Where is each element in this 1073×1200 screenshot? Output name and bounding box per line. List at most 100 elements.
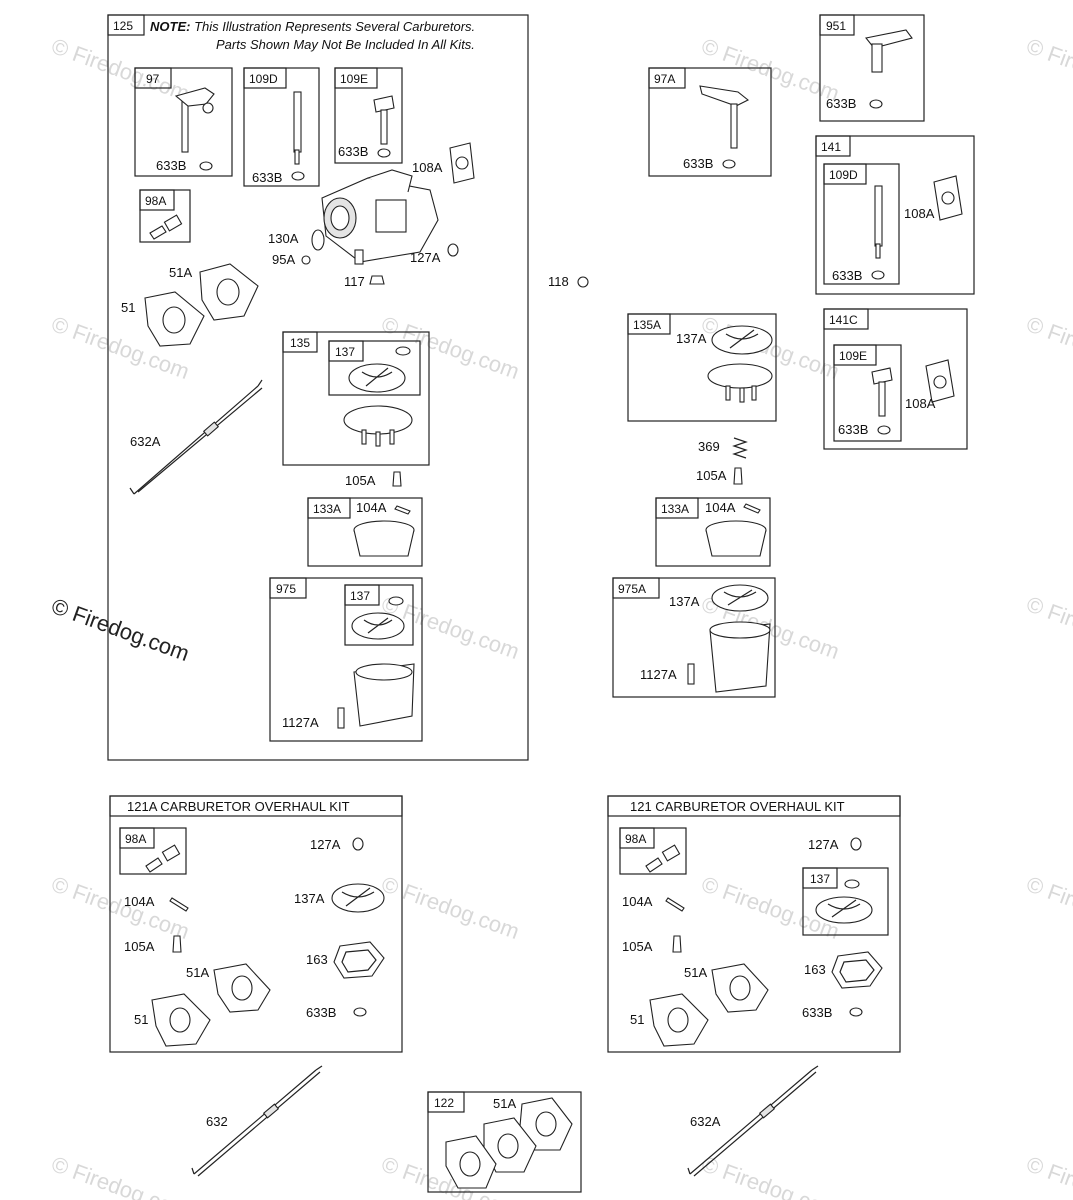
subassembly-133a-frame (655, 497, 771, 567)
tag-box (833, 344, 877, 366)
part-label-117: 117 (344, 274, 365, 289)
needle-105a (672, 935, 682, 953)
watermark: © Firedog.com (378, 871, 522, 944)
tag-box (243, 67, 287, 89)
tag-box (815, 135, 851, 157)
part-label-137: 137 (335, 345, 355, 359)
watermark-main: © Firedog.com (48, 593, 192, 666)
part-label-109e: 109E (839, 349, 867, 363)
choke-shaft-109d (293, 91, 302, 165)
seal-633b (722, 159, 736, 169)
throttle-shaft-97 (174, 87, 215, 153)
assembly-125-frame (107, 14, 529, 761)
part-label-163: 163 (306, 952, 328, 967)
needle-105a (172, 935, 182, 953)
part-label-135a: 135A (633, 318, 661, 332)
seal-633b (353, 1007, 367, 1017)
part-label-104a: 104A (622, 894, 653, 909)
part-label-51: 51 (630, 1012, 644, 1027)
part-label-951: 951 (826, 19, 846, 33)
part-label-118: 118 (548, 274, 569, 289)
part-label-51: 51 (134, 1012, 148, 1027)
part-label-108a: 108A (412, 160, 443, 175)
note-line-2: Parts Shown May Not Be Included In All K… (216, 37, 475, 52)
pump-plate-135 (343, 405, 413, 447)
needle-105a (392, 471, 402, 487)
part-label-51: 51 (121, 300, 135, 315)
part-label-633b: 633B (683, 156, 713, 171)
shaft-951 (865, 29, 913, 73)
tag-box (627, 313, 671, 335)
part-label-105a: 105A (345, 473, 376, 488)
kit-121-title: 121 CARBURETOR OVERHAUL KIT (630, 799, 845, 814)
gasket-set-122 (445, 1097, 573, 1189)
part-label-1127a: 1127A (640, 667, 677, 682)
part-label-108a: 108A (904, 206, 935, 221)
governor-link-632 (191, 1065, 323, 1177)
tag-box (107, 14, 145, 36)
part-label-141: 141 (821, 140, 841, 154)
part-label-104a: 104A (356, 500, 387, 515)
assembly-125: 125 NOTE: This Illustration Represents S… (107, 14, 529, 761)
pin-104a (394, 505, 411, 515)
diaphragm-137 (351, 612, 405, 640)
seal-633b (199, 161, 213, 171)
tag-box (823, 308, 869, 330)
screw-95a (301, 255, 311, 265)
watermark: © Firedog.com (1023, 591, 1073, 664)
tag-box (119, 827, 155, 849)
part-label-135: 135 (290, 336, 310, 350)
part-label-51a: 51A (684, 965, 707, 980)
tag-box (802, 867, 838, 889)
part-label-108a: 108A (905, 396, 936, 411)
part-label-97: 97 (146, 72, 160, 86)
seal-633b (291, 171, 305, 181)
part-label-105a: 105A (696, 468, 727, 483)
part-label-105a: 105A (124, 939, 155, 954)
part-label-633b: 633B (306, 1005, 336, 1020)
part-label-137: 137 (350, 589, 370, 603)
tag-box (612, 577, 660, 599)
part-label-633b: 633B (156, 158, 186, 173)
part-label-130a: 130A (268, 231, 299, 246)
subassembly-141c-frame (823, 308, 968, 450)
subassembly-975-frame (269, 577, 423, 742)
idle-screw-98a (145, 857, 163, 873)
part-label-141c: 141C (829, 313, 858, 327)
idle-screw-98a (645, 857, 663, 873)
float-bowl-975a (709, 621, 771, 693)
part-label-633b: 633B (826, 96, 856, 111)
note-bold: NOTE: (150, 19, 190, 34)
governor-link-632a (687, 1065, 819, 1177)
subassembly-109d-frame (823, 163, 900, 285)
throttle-plate-130a (311, 229, 325, 251)
tag-box (282, 331, 318, 353)
gasket-163 (333, 941, 385, 979)
tag-box (344, 584, 380, 606)
oring (395, 346, 411, 356)
part-label-127a: 127A (808, 837, 839, 852)
part-label-109d: 109D (829, 168, 858, 182)
gasket-51a (199, 263, 259, 321)
seal-633b (869, 99, 883, 109)
tag-box (328, 340, 364, 362)
jet-118 (577, 276, 589, 288)
oring (388, 596, 404, 606)
subassembly-951-frame (819, 14, 925, 122)
seal-633b (877, 425, 891, 435)
diaphragm-137a (711, 584, 769, 612)
throttle-shaft-97a (699, 85, 750, 149)
part-label-137a: 137A (676, 331, 707, 346)
spring-369 (732, 437, 748, 459)
float-133a (353, 520, 415, 557)
part-label-127a: 127A (410, 250, 441, 265)
subassembly-97-frame (134, 67, 233, 177)
subassembly-97a-frame (648, 67, 772, 177)
part-label-633b: 633B (252, 170, 282, 185)
part-label-122: 122 (434, 1096, 454, 1110)
part-label-137a: 137A (294, 891, 325, 906)
part-label-104a: 104A (705, 500, 736, 515)
seal-633b (849, 1007, 863, 1017)
float-bowl-975 (353, 663, 415, 727)
